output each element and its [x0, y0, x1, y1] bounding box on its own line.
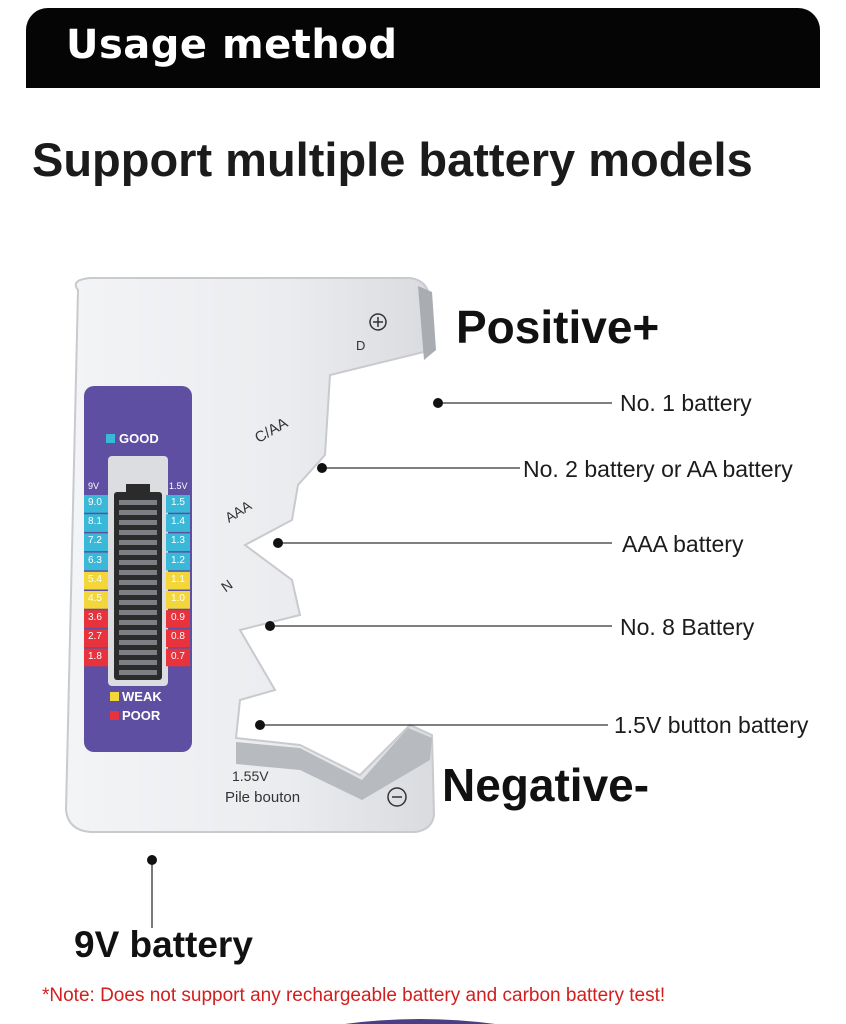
nine-volt-label: 9V battery	[74, 924, 253, 965]
header-title: Usage method	[66, 22, 398, 68]
scale-9v-cell	[84, 514, 108, 532]
scale-9v-cell	[84, 533, 108, 552]
lcd-segment	[119, 610, 157, 615]
scale-9v-cell	[84, 629, 108, 648]
negative-contact	[236, 728, 432, 800]
positive-label: Positive+	[456, 301, 660, 353]
button-battery-text-1: 1.55V	[232, 768, 269, 784]
lcd-segment	[119, 500, 157, 505]
lcd-segment	[119, 540, 157, 545]
scale-9v-label: 9.0	[88, 497, 102, 508]
legend-poor-swatch	[110, 711, 119, 720]
lcd-segment	[119, 590, 157, 595]
scale-9v-cell	[84, 610, 108, 628]
scale-15v-cell	[166, 571, 190, 590]
scale-15v-label: 0.8	[171, 631, 185, 643]
positive-contact	[418, 286, 436, 360]
legend-good-swatch	[106, 434, 115, 443]
minus-icon	[387, 787, 407, 807]
slot-label-d: D	[356, 338, 366, 353]
bottom-arc	[345, 1019, 495, 1024]
main-heading: Support multiple battery models	[32, 133, 753, 186]
scale-15v-label: 1.3	[171, 535, 185, 547]
legend-weak-swatch	[110, 692, 119, 701]
scale-cells	[84, 495, 190, 667]
lcd-segments	[119, 500, 157, 675]
scale-9v-cell	[84, 648, 108, 667]
scale-15v-cell	[166, 514, 190, 532]
scale-9v-cell	[84, 571, 108, 590]
lcd-segment	[119, 570, 157, 575]
legend-weak-label: WEAK	[122, 689, 162, 704]
callout-no2-aa: No. 2 battery or AA battery	[523, 456, 793, 482]
callout-no8: No. 8 Battery	[620, 614, 755, 640]
scale-15v-cell	[166, 629, 190, 648]
callout-aaa: AAA battery	[622, 531, 744, 557]
scale-15v-label: 1.2	[171, 554, 185, 566]
scale-15v-cell	[166, 552, 190, 571]
lcd-segment	[119, 650, 157, 655]
plus-icon	[369, 313, 387, 331]
negative-label: Negative-	[442, 759, 650, 811]
scale-15v-cell	[166, 610, 190, 628]
lcd-segment	[119, 640, 157, 645]
lcd-segment	[119, 510, 157, 515]
scale-15v-cell	[166, 648, 190, 667]
legend-good-label: GOOD	[119, 431, 159, 446]
note-text: *Note: Does not support any rechargeable…	[42, 985, 666, 1006]
scale-15v-label: 1.4	[171, 516, 185, 528]
scale-9v-label: 7.2	[88, 535, 102, 547]
scale-15v-cell	[166, 495, 190, 513]
scale-9v-label: 8.1	[88, 516, 102, 528]
scale-15v-label: 1.1	[171, 573, 185, 585]
lcd-segment	[119, 550, 157, 555]
lcd-segment	[119, 560, 157, 565]
scale-15v-label: 1.5	[171, 497, 185, 508]
lcd-segment	[119, 630, 157, 635]
lcd-segment	[119, 600, 157, 605]
lcd-segment	[119, 580, 157, 585]
callout-button: 1.5V button battery	[614, 712, 809, 738]
battery-cap	[126, 484, 150, 494]
scale-9v-label: 2.7	[88, 631, 102, 643]
lcd-segment	[119, 620, 157, 625]
scale-15v-header: 1.5V	[169, 481, 188, 491]
scale-9v-cell	[84, 495, 108, 513]
scale-9v-cell	[84, 552, 108, 571]
scale-9v-label: 4.5	[88, 593, 102, 604]
scale-15v-label: 1.0	[171, 593, 185, 604]
scale-15v-label: 0.7	[171, 650, 185, 662]
button-battery-text-2: Pile bouton	[225, 789, 301, 806]
scale-15v-cell	[166, 591, 190, 609]
callout-dots	[147, 398, 443, 865]
scale-9v-label: 1.8	[88, 650, 102, 662]
scale-9v-label: 6.3	[88, 554, 102, 566]
lcd-segment	[119, 530, 157, 535]
scale-15v-label: 0.9	[171, 612, 185, 624]
callout-lines	[151, 402, 612, 928]
scale-9v-header: 9V	[88, 481, 100, 491]
header-bar: Usage method	[26, 8, 820, 88]
legend-poor-label: POOR	[122, 708, 161, 723]
lcd-segment	[119, 660, 157, 665]
scale-9v-label: 3.6	[88, 612, 102, 624]
lcd-segment	[119, 670, 157, 675]
scale-15v-cell	[166, 533, 190, 552]
callout-no1: No. 1 battery	[620, 390, 752, 416]
scale-9v-cell	[84, 591, 108, 609]
scale-9v-label: 5.4	[88, 573, 102, 585]
lcd-segment	[119, 520, 157, 525]
